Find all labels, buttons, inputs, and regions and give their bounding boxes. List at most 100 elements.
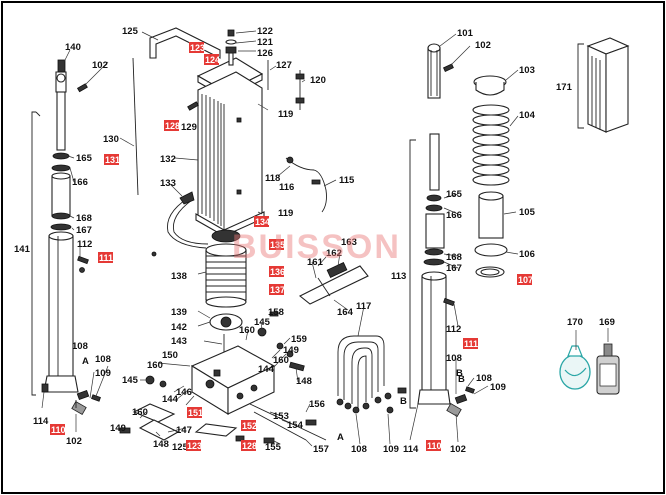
- label-142: 142: [171, 322, 187, 333]
- fluid-pack-171: [577, 37, 630, 133]
- label-150: 150: [162, 350, 178, 361]
- hl-111a: 111: [99, 253, 113, 263]
- label-148b: 148: [153, 439, 169, 450]
- hl-137: 137: [270, 285, 285, 295]
- hl-134: 134: [255, 217, 270, 227]
- label-161: 161: [307, 257, 324, 268]
- label-154: 154: [287, 420, 304, 431]
- label-157: 157: [313, 444, 329, 455]
- label-168b: 168: [446, 252, 462, 263]
- hl-152: 152: [242, 421, 257, 431]
- reservoir-assembly: [132, 27, 327, 257]
- label-116: 116: [279, 182, 294, 193]
- label-170: 170: [567, 317, 583, 328]
- label-146: 146: [176, 387, 192, 398]
- hl-110a: 110: [51, 425, 66, 435]
- marker-b3: B: [458, 374, 465, 385]
- marker-b1: B: [456, 368, 463, 379]
- label-109c: 109: [490, 382, 506, 393]
- label-109b: 109: [383, 444, 399, 455]
- reservoir-fins: [201, 94, 222, 226]
- marker-b2: B: [400, 396, 407, 407]
- label-140: 140: [65, 42, 81, 53]
- label-169: 169: [599, 317, 615, 328]
- label-119b: 119: [278, 208, 293, 219]
- label-163: 163: [341, 237, 357, 248]
- label-108b: 108: [95, 354, 111, 365]
- motor-pump-assembly: [119, 229, 369, 444]
- label-122: 122: [257, 26, 273, 37]
- label-143: 143: [171, 336, 187, 347]
- label-171: 171: [556, 82, 573, 93]
- label-167a: 167: [76, 225, 92, 236]
- label-166a: 166: [72, 177, 88, 188]
- label-120: 120: [310, 75, 326, 86]
- label-167b: 167: [446, 263, 462, 274]
- hose-set: [336, 335, 407, 414]
- label-139: 139: [171, 307, 187, 318]
- hl-107: 107: [518, 275, 533, 285]
- marker-a1: A: [82, 356, 89, 367]
- label-149a: 149: [283, 345, 299, 356]
- highlighted-labels: 123 124 128 131 134 135 136 137 111 111 …: [50, 42, 533, 451]
- label-108a: 108: [72, 341, 88, 352]
- label-165a: 165: [76, 153, 93, 164]
- label-102b: 102: [66, 436, 82, 447]
- label-129: 129: [181, 122, 197, 133]
- part-labels: 125 122 121 126 127 120 119 129 130 132 …: [14, 26, 615, 455]
- label-145b: 145: [122, 375, 139, 386]
- watermark: BUISSON: [232, 228, 401, 266]
- label-114a: 114: [33, 416, 49, 427]
- label-144b: 144: [162, 394, 179, 405]
- label-144a: 144: [258, 364, 275, 375]
- right-cylinder-assembly: [409, 43, 475, 418]
- label-149b: 149: [110, 423, 126, 434]
- label-109a: 109: [95, 368, 111, 379]
- hl-128b: 128: [242, 441, 257, 451]
- label-108d: 108: [446, 353, 462, 364]
- label-168a: 168: [76, 213, 92, 224]
- left-cylinder-assembly: [31, 59, 79, 396]
- hl-110b: 110: [427, 441, 442, 451]
- label-102d: 102: [450, 444, 466, 455]
- label-127: 127: [276, 60, 292, 71]
- label-114b: 114: [403, 444, 419, 455]
- label-102c: 102: [475, 40, 491, 51]
- label-101: 101: [457, 28, 474, 39]
- label-119a: 119: [278, 109, 293, 120]
- label-125b: 125: [172, 442, 189, 453]
- label-118: 118: [265, 173, 280, 184]
- label-160b: 160: [273, 355, 289, 366]
- hl-131: 131: [105, 155, 120, 165]
- label-165b: 165: [446, 189, 463, 200]
- fluid-pack-lines: [591, 56, 601, 130]
- spring-assembly: [472, 75, 510, 278]
- label-162: 162: [326, 248, 342, 259]
- label-121: 121: [257, 37, 274, 48]
- label-126: 126: [257, 48, 273, 59]
- label-132: 132: [160, 154, 176, 165]
- label-112a: 112: [77, 239, 92, 250]
- label-104: 104: [519, 110, 536, 121]
- hl-136: 136: [270, 267, 285, 277]
- label-148a: 148: [296, 376, 312, 387]
- label-103: 103: [519, 65, 535, 76]
- hl-124: 124: [205, 55, 220, 65]
- label-102a: 102: [92, 60, 108, 71]
- hl-128: 128: [165, 121, 180, 131]
- label-105: 105: [519, 207, 536, 218]
- label-115: 115: [339, 175, 355, 186]
- label-158: 158: [268, 307, 284, 318]
- label-125a: 125: [122, 26, 139, 37]
- label-145a: 145: [254, 317, 271, 328]
- label-112b: 112: [446, 324, 461, 335]
- label-141: 141: [14, 244, 31, 255]
- label-160c: 160: [147, 360, 163, 371]
- label-156: 156: [309, 399, 325, 410]
- label-166b: 166: [446, 210, 462, 221]
- label-108c: 108: [351, 444, 367, 455]
- spring-coils: [472, 104, 510, 186]
- label-153: 153: [273, 411, 289, 422]
